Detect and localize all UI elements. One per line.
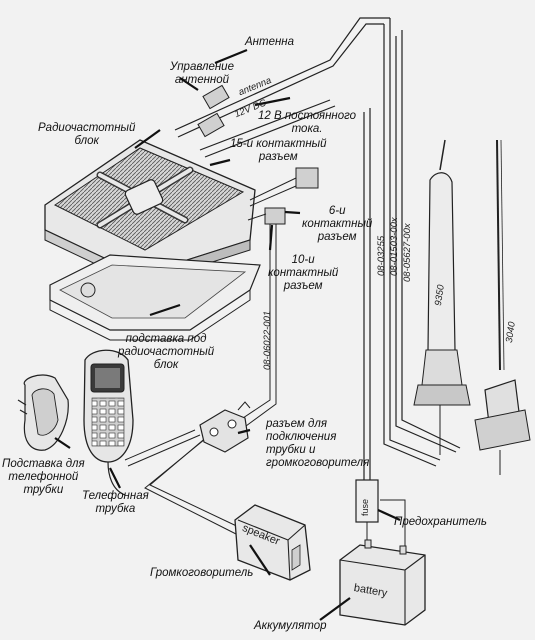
rf-unit: [44, 84, 319, 286]
fuse-device-text: fuse: [360, 498, 370, 516]
label-15-pin-connector: 15-и контактный разъем: [230, 138, 327, 163]
label-handset-cradle: Подставка для телефонной трубки: [2, 458, 85, 496]
label-6-pin-connector: 6-и контактный разъем: [302, 205, 373, 243]
handset-speaker-cable: [124, 220, 277, 537]
antenna-cable: [174, 17, 461, 505]
whip-antenna-3040: [474, 139, 531, 475]
speaker: [234, 504, 311, 581]
fuse: [355, 479, 379, 523]
label-12v-dc: 12 В постоянного тока.: [258, 110, 357, 135]
power-cable: [199, 99, 336, 158]
label-rf-unit-base: подставка под радиочастотный блок: [118, 333, 215, 371]
whip-antenna-9350: [413, 139, 471, 455]
battery: [339, 539, 426, 626]
handset: [83, 349, 134, 496]
handset-cradle: [17, 374, 69, 451]
part-number-08-06022-001: 08-06022-001: [262, 310, 273, 370]
part-number-08-05627-00x: 08-05627-00x: [402, 223, 413, 282]
label-antenna-control: Управление антенной: [170, 61, 234, 86]
part-number-08-01503-00x: 08-01503-00x: [389, 217, 400, 276]
rf-unit-base: [49, 254, 261, 341]
label-speaker: Громкоговоритель: [150, 567, 254, 579]
label-fuse: Предохранитель: [394, 516, 487, 528]
label-handset-connector: разъем для подключения трубки и громкого…: [266, 418, 370, 469]
label-battery: Аккумулятор: [254, 620, 327, 632]
label-rf-unit: Радиочастотный блок: [38, 122, 136, 147]
label-antenna: Антенна: [245, 36, 295, 48]
part-number-08-03255: 08-03255: [376, 235, 387, 276]
label-10-pin-connector: 10-и контактный разъем: [268, 254, 339, 292]
label-handset: Телефонная трубка: [82, 490, 149, 515]
handset-connector: [199, 401, 251, 453]
pointer-arrows: [54, 48, 401, 621]
